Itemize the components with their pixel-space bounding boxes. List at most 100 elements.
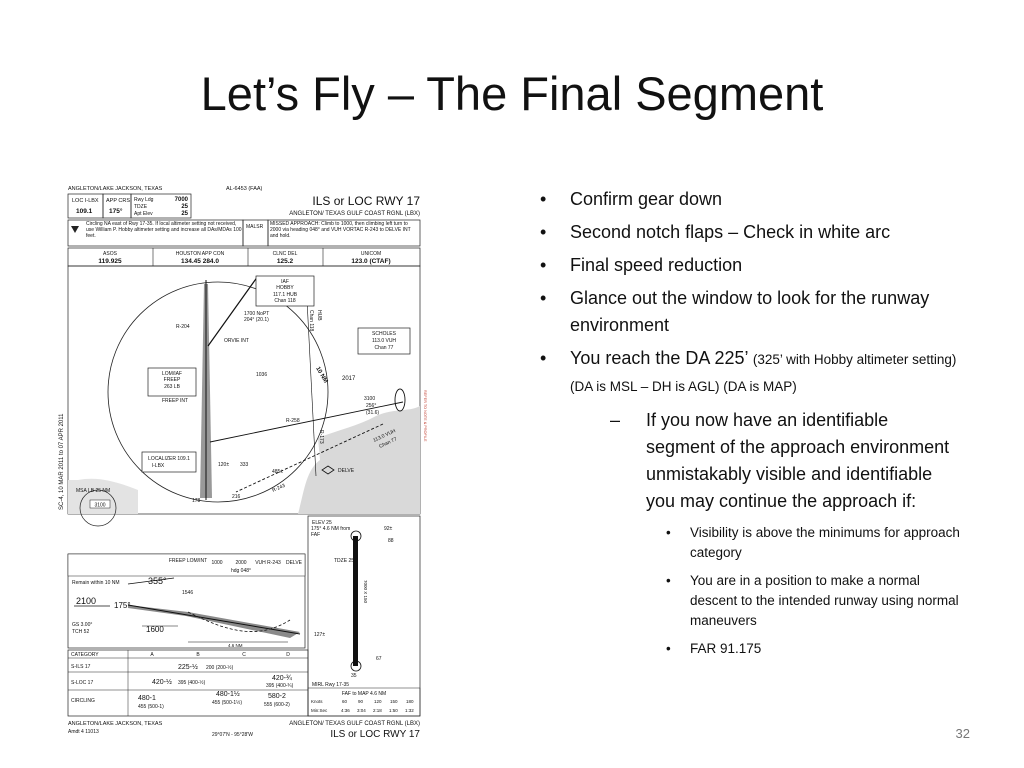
plate-rwy-ldg-label: Rwy Ldg xyxy=(134,197,154,203)
plate-rwy-ldg: 7000 xyxy=(175,197,189,203)
footer-amdt: Amdt 4 11013 xyxy=(68,729,99,735)
obstacle-120: 120± xyxy=(218,462,229,468)
obstacle-1036: 1036 xyxy=(256,372,267,378)
obstacle-333: 333 xyxy=(240,462,249,468)
min-sec-cell: 1:32 xyxy=(405,708,414,713)
sub-sub-bullet-far: FAR 91.175 xyxy=(570,639,960,659)
comm-app-value: 134.45 284.0 xyxy=(181,258,219,265)
knots-cell: 180 xyxy=(406,699,414,704)
ad-faf-map: FAF to MAP 4.6 NM xyxy=(342,691,386,697)
comm-clnc-label: CLNC DEL xyxy=(273,251,298,257)
min-circ-d-detail: 555 (600-2) xyxy=(264,702,290,708)
fix-scholes-freq: 113.0 VUH xyxy=(372,338,396,344)
plate-airport-name: ANGLETON/ TEXAS GULF COAST RGNL (LBX) xyxy=(289,211,420,217)
plate-notes: Circling NA east of Rwy 17-35. If local … xyxy=(86,221,242,239)
plate-approach-title: ILS or LOC RWY 17 xyxy=(312,194,420,208)
profile-freep-hdr: FREEP LOM/INT xyxy=(169,558,207,564)
fix-orvie: ORVIE INT xyxy=(224,338,249,344)
coastline-shape xyxy=(298,406,420,514)
ad-mirl: MIRL Rwy 17-35 xyxy=(312,682,349,688)
plate-app-crs-label: APP CRS xyxy=(106,198,130,204)
fix-lom-freq: 263 LB xyxy=(164,384,181,390)
fix-delve: DELVE xyxy=(338,468,355,474)
ad-obst-88: 88 xyxy=(388,538,394,544)
fix-r204: R-204 xyxy=(176,324,190,330)
obstacle-216: 216 xyxy=(232,494,241,500)
ad-min-sec-label: Min:Sec xyxy=(311,708,328,713)
profile-crs-in: 175° xyxy=(114,601,131,610)
knots-cell: 60 xyxy=(342,699,348,704)
comm-asos-label: ASOS xyxy=(103,251,118,257)
plate-malsr: MALSR xyxy=(246,224,264,230)
ad-obst-127: 127± xyxy=(314,632,325,638)
bullet-da-main: You reach the DA 225’ xyxy=(570,348,748,368)
bullet-list: Confirm gear down Second notch flaps – C… xyxy=(540,186,960,665)
ad-crs-note: 175° 4.6 NM from FAF xyxy=(311,526,351,538)
bullet-speed: Final speed reduction xyxy=(540,252,960,279)
plate-loc-freq: 109.1 xyxy=(76,208,93,215)
footer-approach-title: ILS or LOC RWY 17 xyxy=(330,729,420,740)
profile-gs: GS 3.00° xyxy=(72,622,92,628)
fix-hobby-chan: Chan 118 xyxy=(274,298,296,304)
plate-id-code: AL-6453 (FAA) xyxy=(226,186,263,192)
plate-tdze: 25 xyxy=(181,204,188,210)
min-sec-cell: 1:50 xyxy=(389,708,398,713)
plate-missed-approach: MISSED APPROACH: Climb to 1000, then cli… xyxy=(270,221,411,239)
bullet-da: You reach the DA 225’ (325’ with Hobby a… xyxy=(540,345,960,659)
obstacle-485: 485± xyxy=(272,469,283,475)
obstacle-2017: 2017 xyxy=(342,376,356,382)
min-loc-d-value: 420-¾ xyxy=(272,675,292,682)
sub-bullet-continue: If you now have an identifiable segment … xyxy=(570,407,960,515)
comm-unicom-label: UNICOM xyxy=(361,251,381,257)
holding-pattern xyxy=(394,388,406,412)
runway-17-35 xyxy=(353,536,358,666)
fix-freep: FREEP xyxy=(164,377,181,383)
fix-loc-box-id: I-LBX xyxy=(152,463,165,469)
profile-alt-1000: 1000 xyxy=(211,560,222,566)
fix-hub-radial: HUB xyxy=(316,310,322,321)
comm-app-label: HOUSTON APP CON xyxy=(176,251,225,257)
msa-circle xyxy=(79,489,117,527)
obstacle-178: 178 xyxy=(192,498,201,504)
plate-tdze-label: TDZE xyxy=(134,204,148,210)
profile-alt-2100: 2100 xyxy=(76,596,96,606)
ad-tdze: TDZE 25 xyxy=(334,558,354,564)
fix-lom: LOM/IAF xyxy=(162,371,182,377)
ad-knots-label: Knots xyxy=(311,699,323,704)
ad-rwy-len: 7000 X 150 xyxy=(363,580,368,604)
hold-crs: 256° xyxy=(366,403,376,409)
glideslope-shading xyxy=(128,605,300,638)
minimums-table xyxy=(67,649,309,717)
ad-rwy-end: 35 xyxy=(351,673,357,679)
min-circ-d-value: 580-2 xyxy=(268,693,286,700)
approach-plate-figure: SC-4, 10 MAR 2011 to 07 APR 2011 ANGLETO… xyxy=(58,180,430,740)
min-cat-d: D xyxy=(286,652,290,658)
min-cat-a: A xyxy=(150,652,154,658)
profile-tch: TCH 52 xyxy=(72,629,89,635)
plate-apt-elev-label: Apt Elev xyxy=(134,211,153,217)
fix-r243: R-243 xyxy=(271,483,286,494)
profile-dist: 4.6 NM xyxy=(228,643,243,648)
fix-nopt-crs: 204° (20.1) xyxy=(244,317,269,323)
approach-plate-svg: SC-4, 10 MAR 2011 to 07 APR 2011 ANGLETO… xyxy=(58,180,430,740)
side-note-red: REFER TO NOTE & PROFILE xyxy=(423,390,427,442)
fix-r258: R-258 xyxy=(286,418,300,424)
fix-freep-int: FREEP INT xyxy=(162,398,188,404)
fix-loc-box: LOCALIZER 109.1 xyxy=(148,456,190,462)
min-circ-value: 480-1 xyxy=(138,695,156,702)
bullet-da-note: (325’ with Hobby altimeter setting) (DA … xyxy=(570,352,957,394)
profile-remain: Remain within 10 NM xyxy=(72,580,120,586)
min-sec-cell: 2:18 xyxy=(373,708,382,713)
knots-cell: 120 xyxy=(374,699,382,704)
ad-elev: ELEV 25 xyxy=(312,520,332,526)
fix-iaf: IAF xyxy=(281,279,289,285)
comm-asos-value: 119.925 xyxy=(98,258,122,265)
sub-sub-bullet-position: You are in a position to make a normal d… xyxy=(570,571,960,631)
fix-hobby: HOBBY xyxy=(276,285,294,291)
footer-airport-name: ANGLETON/ TEXAS GULF COAST RGNL (LBX) xyxy=(289,721,420,727)
msa-alt: 3100 xyxy=(94,503,105,509)
fix-scholes-chan: Chan 77 xyxy=(375,345,394,351)
footer-city-state: ANGLETON/LAKE JACKSON, TEXAS xyxy=(68,721,163,727)
profile-alt-1546: 1546 xyxy=(182,590,193,596)
knots-cell: 150 xyxy=(390,699,398,704)
